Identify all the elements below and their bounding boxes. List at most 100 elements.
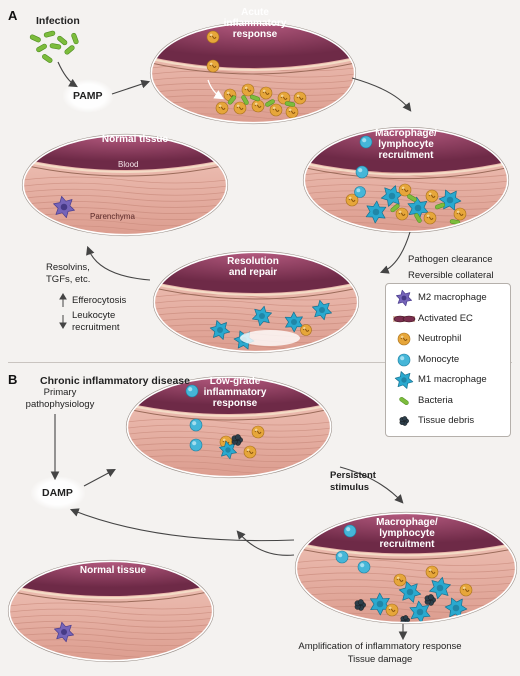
monocyte-icon	[359, 135, 373, 149]
legend-item-label: Bacteria	[418, 394, 453, 406]
primary-pathophysiology-label: Primary pathophysiology	[25, 387, 95, 410]
blood-label: Blood	[118, 160, 139, 169]
bacteria-icon	[449, 219, 461, 225]
m2-macrophage-icon	[396, 289, 412, 307]
neutrophil-icon	[453, 207, 467, 221]
damp-label: DAMP	[42, 487, 73, 499]
bacteria-icon	[284, 101, 296, 107]
tissue-debris-icon	[399, 416, 409, 426]
neutrophil-icon	[215, 101, 229, 115]
m1-macrophage-icon	[369, 592, 391, 616]
neutrophil-icon	[425, 189, 439, 203]
legend-item: M1 macrophage	[386, 371, 510, 389]
legend-item: Tissue debris	[386, 412, 510, 430]
monocyte-icon	[185, 384, 199, 398]
recruitment-b-title: Macrophage/ lymphocyte recruitment	[376, 517, 438, 550]
bacteria-icon	[414, 213, 422, 223]
ellipse-acute-response	[149, 21, 357, 125]
pamp-glow	[62, 79, 114, 113]
tissue-damage-label: Tissue damage	[347, 654, 413, 665]
neutrophil-icon	[241, 83, 255, 97]
legend-item-label: Neutrophil	[418, 333, 462, 344]
neutrophil-icon	[251, 425, 265, 439]
neutrophil-icon	[293, 91, 307, 105]
arrow-resolution-to-normal	[86, 245, 151, 281]
neutrophil-icon	[233, 101, 247, 115]
neutrophil-icon	[397, 332, 411, 346]
recruitment-a-title: Macrophage/ lymphocyte recruitment	[375, 128, 437, 161]
monocyte-icon	[397, 353, 411, 366]
bacteria-icon	[407, 194, 417, 202]
monocyte-icon	[354, 186, 366, 198]
legend-item: Neutrophil	[386, 330, 510, 348]
neutrophil-icon	[269, 103, 283, 117]
arrow-pamp-to-acute	[111, 79, 151, 95]
tissue-debris-icon	[424, 594, 436, 606]
ellipse-normal-tissue-b	[7, 559, 215, 663]
tissue-debris-icon	[231, 434, 243, 446]
ellipse-resolution-repair	[152, 250, 360, 354]
m1-macrophage-icon	[398, 581, 422, 603]
amplification-label: Amplification of inflammatory response	[298, 641, 462, 652]
monocyte-icon	[357, 560, 371, 574]
monocyte-icon	[189, 438, 203, 452]
process-arrows	[50, 61, 412, 641]
ellipse-normal-tissue-a	[21, 133, 229, 237]
legend-item-label: M1 macrophage	[418, 374, 487, 385]
normal-tissue-a-title: Normal tissue	[101, 134, 169, 145]
m2-macrophage-icon	[54, 621, 74, 643]
legend-item: Bacteria	[386, 392, 510, 410]
legend-item: Activated EC	[386, 310, 510, 328]
ellipse-macrophage-recruitment-a	[302, 126, 510, 234]
tissue-debris-icon	[399, 416, 409, 426]
arrow-infection-to-pamp	[57, 61, 78, 88]
bacteria-icon	[265, 99, 275, 107]
resolvins-label: Resolvins, TGFs, etc.	[46, 262, 91, 285]
m1-macrophage-icon	[394, 371, 414, 389]
monocyte-icon	[335, 550, 349, 564]
panel-b-title: Chronic inflammatory disease	[40, 375, 190, 387]
panel-b-letter: B	[8, 372, 18, 387]
activated-ec-icon	[393, 315, 416, 322]
m1-macrophage-icon	[252, 305, 272, 327]
lowgrade-response-title: Low-grade inflammatory response	[203, 376, 267, 409]
neutrophil-icon	[251, 99, 265, 113]
efferocytosis-label: Efferocytosis	[72, 295, 127, 306]
bacteria-icon	[390, 203, 400, 213]
legend-item-label: Activated EC	[418, 312, 473, 324]
regulation-arrows	[59, 293, 67, 329]
normal-tissue-b-title: Normal tissue	[79, 565, 147, 576]
neutrophil-icon	[397, 332, 411, 346]
ellipse-lowgrade-response	[125, 375, 333, 479]
panel-a-letter: A	[8, 8, 18, 23]
damp-glow	[30, 476, 86, 510]
resolution-title: Resolution and repair	[227, 256, 279, 278]
neutrophil-icon	[423, 211, 437, 225]
tissue-debris-icon	[354, 599, 366, 611]
neutrophil-icon	[345, 193, 359, 207]
legend-item: M2 macrophage	[386, 289, 510, 307]
pamp-label: PAMP	[73, 90, 103, 102]
persistent-stimulus-label: Persistent stimulus	[330, 470, 376, 493]
m1-macrophage-icon	[429, 576, 451, 600]
monocyte-icon	[355, 165, 369, 179]
m1-macrophage-icon	[312, 299, 332, 321]
legend-item-label: Monocyte	[418, 353, 460, 365]
panel-divider	[8, 362, 512, 363]
neutrophil-icon	[206, 59, 220, 73]
bacteria-icon	[434, 202, 446, 210]
m1-macrophage-icon	[365, 200, 387, 224]
monocyte-icon	[343, 524, 357, 538]
neutrophil-icon	[398, 183, 412, 197]
neutrophil-icon	[206, 30, 220, 44]
infection-label: Infection	[36, 15, 80, 27]
legend-item: Monocyte	[386, 351, 510, 369]
neutrophil-icon	[300, 324, 312, 336]
arrow-damp-to-lowgrade	[83, 468, 116, 487]
m1-macrophage-icon	[284, 311, 304, 333]
neutrophil-icon	[425, 565, 439, 579]
pathogen-clearance-label: Pathogen clearance	[408, 254, 493, 265]
